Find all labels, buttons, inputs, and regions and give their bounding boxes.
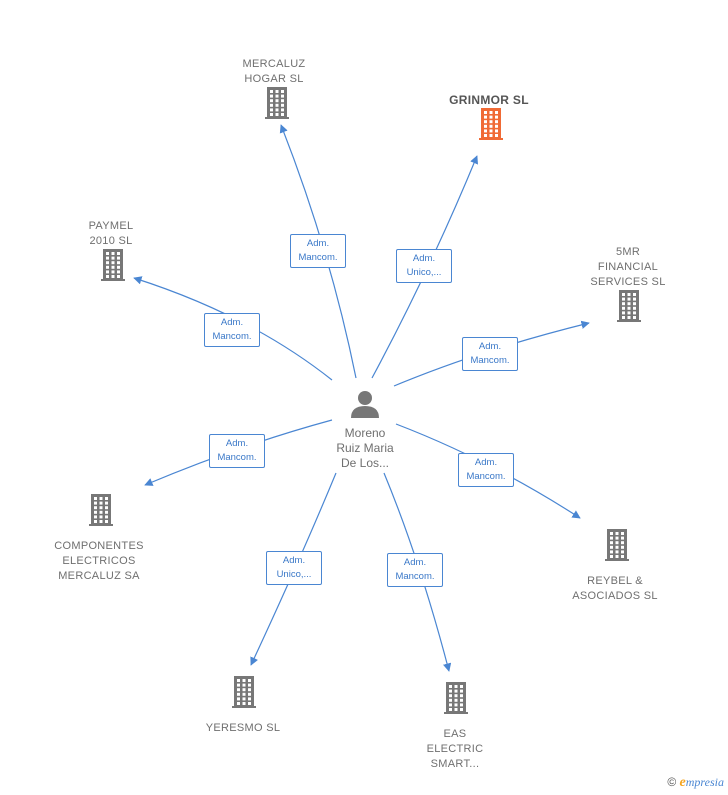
relation-label-line: Adm. — [220, 317, 244, 328]
relation-label-line: Adm. — [225, 438, 249, 449]
company-name-line: EAS — [443, 728, 467, 740]
relation-label-line: Adm. — [478, 341, 502, 352]
brand-logo-initial: e — [679, 775, 686, 790]
center-name-line: De Los... — [340, 456, 390, 470]
relation-label-line: Mancom. — [470, 355, 510, 366]
building-icon[interactable] — [232, 676, 256, 708]
copyright-symbol: © — [667, 775, 677, 789]
relation-label-paymel[interactable]: Adm. Mancom. — [204, 313, 260, 347]
relation-label-line: Adm. — [474, 457, 498, 468]
company-name-line: ELECTRICOS — [62, 555, 136, 567]
building-icon[interactable] — [605, 529, 629, 561]
company-name-componentes[interactable]: COMPONENTES ELECTRICOS MERCALUZ SA — [39, 539, 159, 584]
company-name-line: 5MR — [615, 246, 641, 258]
company-name-line: REYBEL & — [587, 575, 643, 587]
company-name-eas[interactable]: EAS ELECTRIC SMART... — [410, 727, 500, 772]
relation-label-line: Adm. — [282, 555, 306, 566]
building-icon[interactable] — [617, 290, 641, 322]
relation-label-grinmor[interactable]: Adm. Unico,... — [396, 249, 452, 283]
relation-label-line: Adm. — [403, 557, 427, 568]
company-name-line: HOGAR SL — [244, 73, 304, 85]
relation-label-yeresmo[interactable]: Adm. Unico,... — [266, 551, 322, 585]
company-name-line: FINANCIAL — [597, 261, 659, 273]
relation-label-line: Mancom. — [217, 452, 257, 463]
company-name-mercaluz[interactable]: MERCALUZ HOGAR SL — [219, 57, 329, 87]
company-name-line: SERVICES SL — [590, 276, 666, 288]
building-icon[interactable] — [265, 87, 289, 119]
relation-label-line: Mancom. — [466, 471, 506, 482]
company-name-line: MERCALUZ SA — [58, 570, 140, 582]
company-name-line: COMPONENTES — [54, 540, 144, 552]
building-icon[interactable] — [444, 682, 468, 714]
relation-label-line: Mancom. — [298, 252, 338, 263]
relation-label-componentes[interactable]: Adm. Mancom. — [209, 434, 265, 468]
center-name-line: Moreno — [344, 426, 386, 440]
company-name-grinmor[interactable]: GRINMOR SL — [434, 93, 544, 108]
relation-label-line: Adm. — [412, 253, 436, 264]
building-icon[interactable] — [479, 108, 503, 140]
relation-label-line: Mancom. — [212, 331, 252, 342]
relation-label-fivemr[interactable]: Adm. Mancom. — [462, 337, 518, 371]
building-icon[interactable] — [101, 249, 125, 281]
center-name-line: Ruiz Maria — [336, 441, 394, 455]
company-name-paymel[interactable]: PAYMEL 2010 SL — [66, 219, 156, 249]
relation-label-reybel[interactable]: Adm. Mancom. — [458, 453, 514, 487]
company-name-line: ASOCIADOS SL — [572, 590, 658, 602]
company-name-line: MERCALUZ — [242, 58, 306, 70]
center-person-name[interactable]: Moreno Ruiz Maria De Los... — [318, 426, 412, 471]
brand-logo-text: mpresia — [685, 775, 724, 789]
company-name-fivemr[interactable]: 5MR FINANCIAL SERVICES SL — [573, 245, 683, 290]
company-name-yeresmo[interactable]: YERESMO SL — [188, 721, 298, 736]
company-name-reybel[interactable]: REYBEL & ASOCIADOS SL — [555, 574, 675, 604]
relation-label-eas[interactable]: Adm. Mancom. — [387, 553, 443, 587]
company-name-line: SMART... — [430, 758, 480, 770]
company-name-line: PAYMEL — [88, 220, 134, 232]
relation-label-line: Unico,... — [406, 267, 442, 278]
company-name-line: ELECTRIC — [426, 743, 484, 755]
relation-label-line: Mancom. — [395, 571, 435, 582]
relation-label-line: Unico,... — [276, 569, 312, 580]
brand-footer: © empresia — [667, 775, 724, 791]
building-icon[interactable] — [89, 494, 113, 526]
relation-label-mercaluz[interactable]: Adm. Mancom. — [290, 234, 346, 268]
person-icon[interactable] — [351, 391, 379, 418]
company-name-line: GRINMOR SL — [449, 93, 529, 107]
company-name-line: 2010 SL — [89, 235, 133, 247]
relation-label-line: Adm. — [306, 238, 330, 249]
icons-layer — [89, 87, 641, 714]
company-name-line: YERESMO SL — [205, 722, 281, 734]
